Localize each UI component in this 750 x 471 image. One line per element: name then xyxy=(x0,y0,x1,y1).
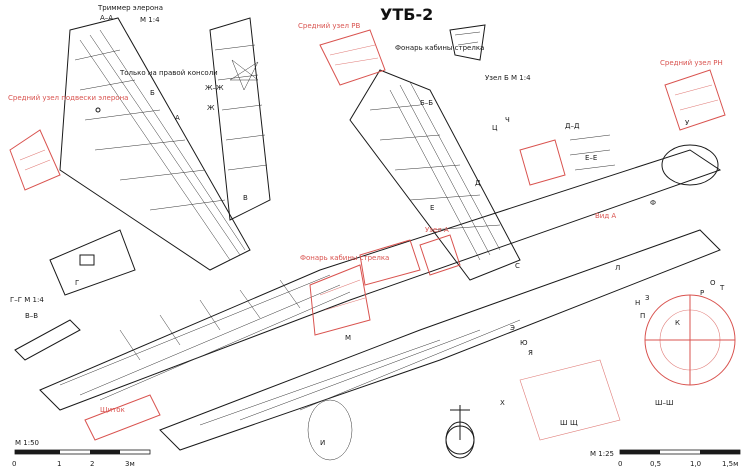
section-letter-marker: Б xyxy=(150,89,155,97)
label-gunner-canopy-mid: Фонарь кабины стрелка xyxy=(300,254,389,262)
section-letter-marker: Э xyxy=(510,324,515,332)
section-letter-marker: Х xyxy=(500,399,505,407)
scale-bar-right: М 1:25 0 0,5 1,0 1,5м xyxy=(590,449,741,468)
detail-hinge-a: Узел А xyxy=(419,226,461,276)
section-letter-marker: Н xyxy=(635,299,640,307)
label-section-shsh: Ш–Ш xyxy=(655,399,673,407)
label-middle-hinge-rv: Средний узел РВ xyxy=(298,22,360,30)
label-middle-hinge-rn: Средний узел РН xyxy=(660,59,723,67)
detail-aileron-hinge: Средний узел подвески элерона xyxy=(8,94,128,191)
label-view-a: Вид А xyxy=(595,212,616,220)
detail-gunner-canopy-top: Фонарь кабины стрелка xyxy=(395,24,486,61)
section-letter-markers: А Б В Г Д Е Ж З И К Л М Н О П Р С Т У Ф … xyxy=(75,89,725,447)
scale-left-tick-1: 1 xyxy=(57,460,61,468)
label-section-ee: Е–Е xyxy=(585,154,597,162)
section-letter-marker: С xyxy=(515,262,520,270)
scale-right-tick-1: 0,5 xyxy=(650,460,661,468)
label-shield: Щиток xyxy=(100,406,125,414)
section-letter-marker: И xyxy=(320,439,325,447)
section-letter-marker: М xyxy=(345,334,351,342)
scale-bar-left: М 1:50 0 1 2 3м xyxy=(12,439,151,468)
scale-right-tick-3: 1,5м xyxy=(722,460,738,468)
tail-planform xyxy=(209,17,271,221)
label-section-dd: Д–Д xyxy=(565,122,580,130)
section-letter-marker: Е xyxy=(430,204,434,212)
detail-middle-hinge-rv: Средний узел РВ xyxy=(298,22,386,86)
section-letter-marker: Я xyxy=(528,349,533,357)
section-letter-marker: З xyxy=(645,294,650,302)
scale-left-tick-3: 3м xyxy=(125,460,135,468)
scale-left-tick-0: 0 xyxy=(12,460,16,468)
label-scale-left: М 1:50 xyxy=(15,439,39,447)
label-section-bb: Б–Б xyxy=(420,99,433,107)
section-letter-marker: Щ xyxy=(570,419,578,427)
section-letter-marker: Г xyxy=(75,279,79,287)
label-section-gg: Г–Г М 1:4 xyxy=(10,296,44,304)
scale-right-tick-2: 1,0 xyxy=(690,460,701,468)
wing-planform-left xyxy=(59,17,251,271)
section-letter-marker: Ж xyxy=(207,104,215,112)
detail-gunner-canopy-mid: Фонарь кабины стрелка xyxy=(300,239,421,336)
scale-right-tick-0: 0 xyxy=(618,460,622,468)
label-hinge-a: Узел А xyxy=(425,226,449,234)
fuselage-lower xyxy=(159,229,721,461)
wing-planform-right xyxy=(349,69,521,281)
section-letter-marker: Т xyxy=(719,284,725,292)
section-letter-marker: Ц xyxy=(492,124,498,132)
detail-shield: Щиток xyxy=(84,394,161,441)
section-letter-marker: У xyxy=(685,119,690,127)
section-letter-marker: К xyxy=(675,319,680,327)
section-letter-marker: Ю xyxy=(520,339,528,347)
label-only-right: Только на правой консоли xyxy=(119,69,218,77)
section-letter-marker: Л xyxy=(615,264,620,272)
section-letter-marker: П xyxy=(640,312,645,320)
label-section-aa: А–А xyxy=(100,14,113,22)
detail-cross-section xyxy=(519,294,736,441)
detail-middle-hinge-rn: Средний узел РН xyxy=(660,59,726,131)
landing-gear xyxy=(445,405,475,455)
section-letter-marker: Р xyxy=(700,289,704,297)
label-section-zz: Ж–Ж xyxy=(205,84,224,92)
section-letter-marker: В xyxy=(243,194,248,202)
section-letter-marker: А xyxy=(175,114,180,122)
drawing-title: УТБ-2 xyxy=(380,5,433,24)
section-letter-marker: Ш xyxy=(560,419,568,427)
label-trim-tab: Триммер элерона xyxy=(97,4,163,12)
label-scale-right: М 1:25 xyxy=(590,450,614,458)
section-letter-marker: Д xyxy=(475,179,481,187)
detail-small-sections: Д–Д Е–Е xyxy=(519,122,616,186)
label-trim-scale: М 1:4 xyxy=(140,16,160,24)
scale-left-tick-2: 2 xyxy=(90,460,94,468)
engine-nacelle-left xyxy=(49,229,136,296)
section-letter-marker: О xyxy=(710,279,716,287)
label-gunner-canopy-top: Фонарь кабины стрелка xyxy=(395,44,484,52)
detail-section-gg: Г–Г М 1:4 В–В xyxy=(10,296,81,361)
fuselage-upper xyxy=(39,144,722,411)
section-letter-marker: Ф xyxy=(650,199,656,207)
label-hinge-b: Узел Б М 1:4 xyxy=(485,74,531,82)
label-section-vv: В–В xyxy=(25,312,38,320)
section-letter-marker: Ч xyxy=(505,116,510,124)
label-aileron-hinge: Средний узел подвески элерона xyxy=(8,94,128,102)
